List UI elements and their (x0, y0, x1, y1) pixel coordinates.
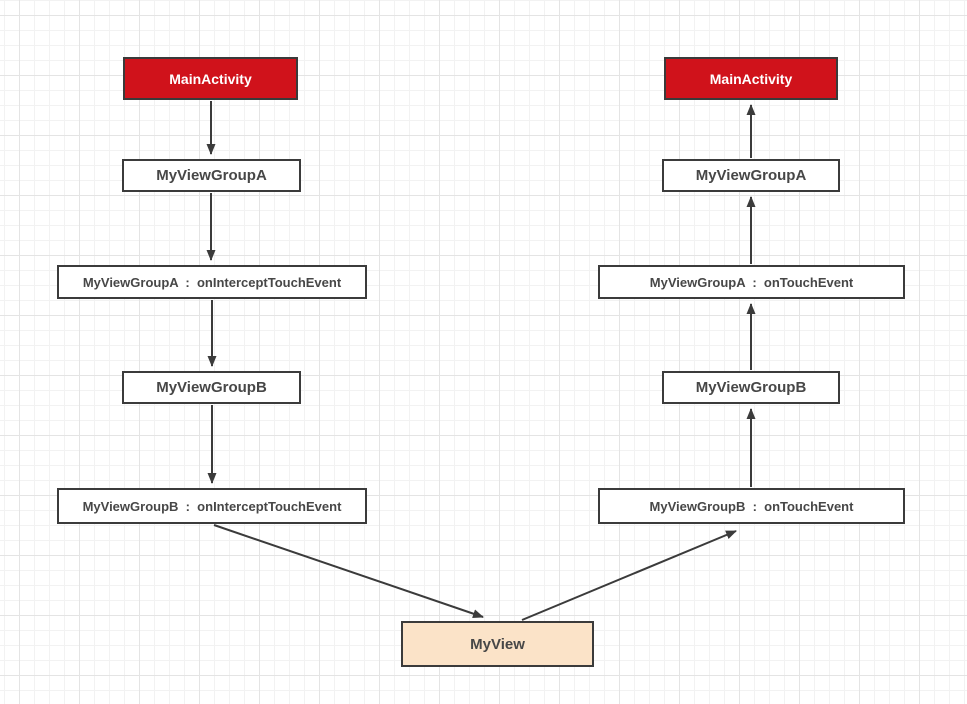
node-right-myviewgroupa: MyViewGroupA (662, 159, 840, 192)
node-left-myviewgroupb-onintercepttouchevent: MyViewGroupB : onInterceptTouchEvent (57, 488, 367, 524)
node-left-myviewgroupa-onintercepttouchevent: MyViewGroupA : onInterceptTouchEvent (57, 265, 367, 299)
node-left-myviewgroupa: MyViewGroupA (122, 159, 301, 192)
node-right-myviewgroupb-ontouchevent: MyViewGroupB : onTouchEvent (598, 488, 905, 524)
edge-to-myview (213, 524, 484, 619)
node-right-myviewgroupa-ontouchevent: MyViewGroupA : onTouchEvent (598, 265, 905, 299)
node-left-myviewgroupb: MyViewGroupB (122, 371, 301, 404)
node-left-mainactivity: MainActivity (123, 57, 298, 100)
node-myview: MyView (401, 621, 594, 667)
edge-myview-to-ontouch (521, 530, 737, 621)
node-right-myviewgroupb: MyViewGroupB (662, 371, 840, 404)
node-right-mainactivity: MainActivity (664, 57, 838, 100)
